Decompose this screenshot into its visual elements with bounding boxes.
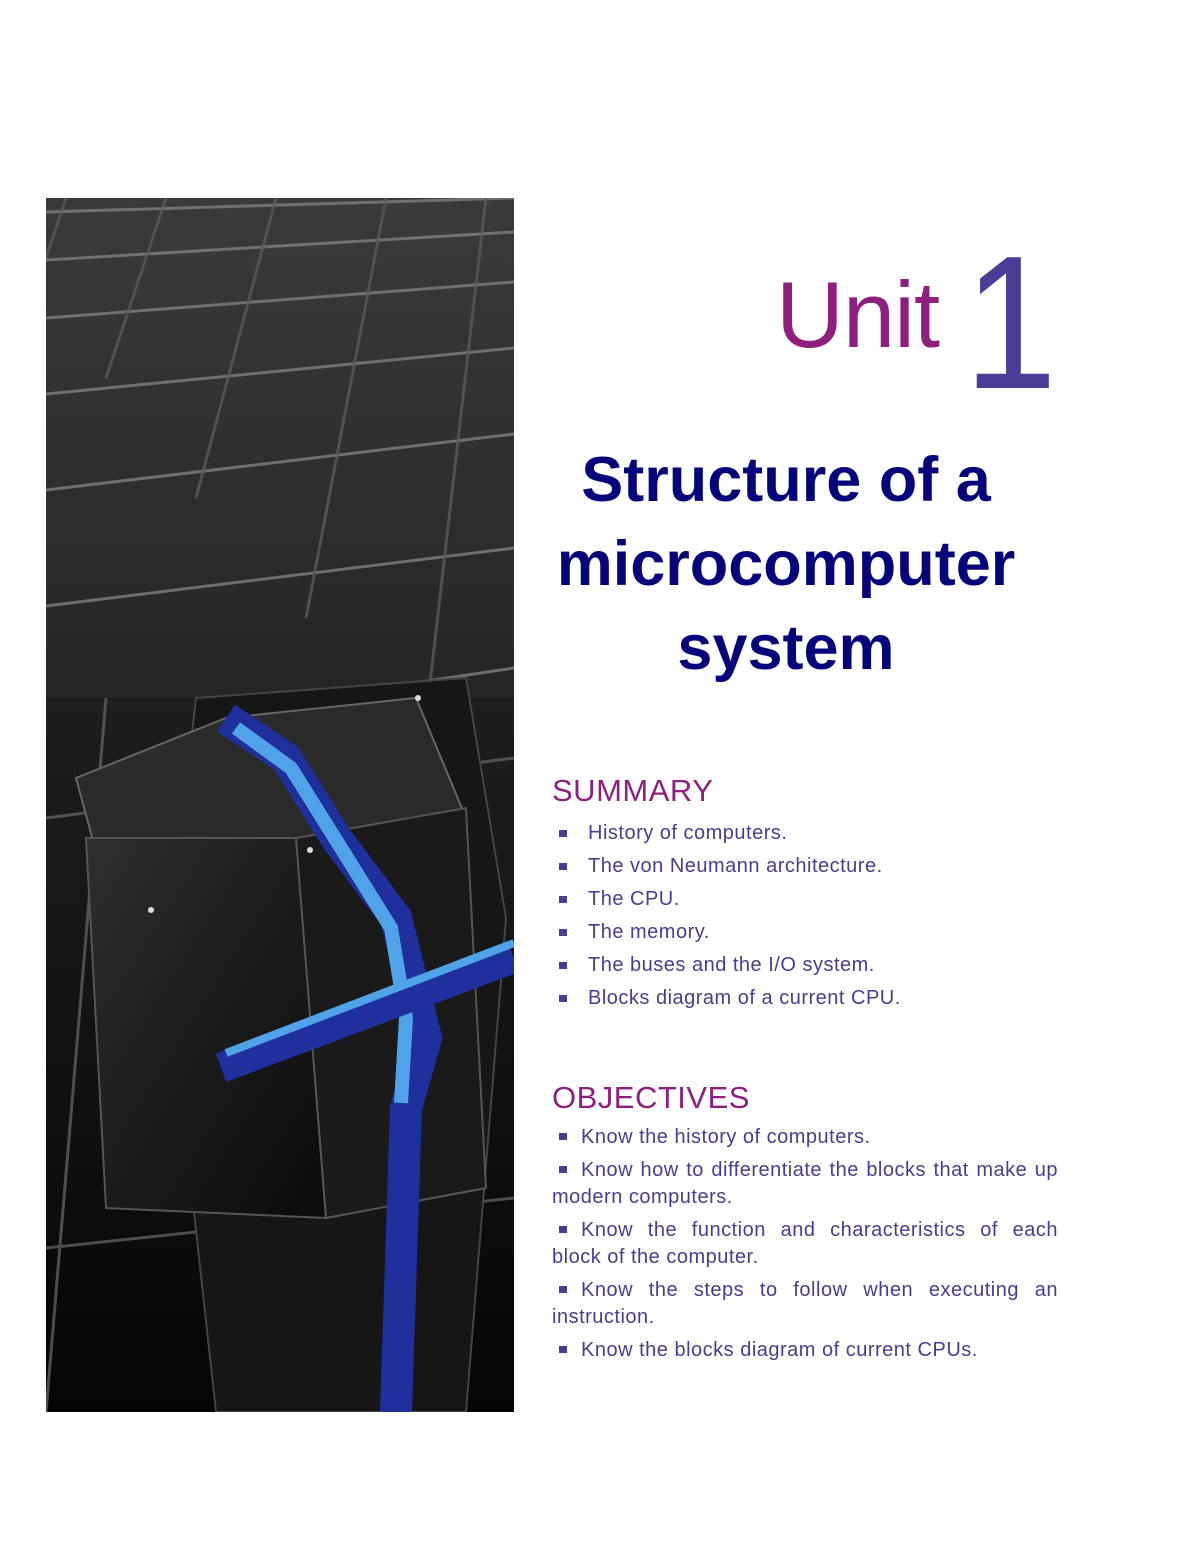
cover-image [46, 198, 514, 1412]
summary-item-text: The CPU. [588, 888, 680, 910]
summary-item: The CPU. [552, 883, 1058, 916]
objective-item-text: Know the blocks diagram of current CPUs. [581, 1339, 978, 1361]
objective-item: Know how to differentiate the blocks tha… [552, 1157, 1058, 1211]
unit-title-line: microcomputer [556, 529, 1016, 599]
objectives-section: OBJECTIVES Know the history of computers… [552, 1080, 1058, 1370]
summary-item: The buses and the I/O system. [552, 949, 1058, 982]
objective-item: Know the function and characteristics of… [552, 1217, 1058, 1271]
summary-item-text: The memory. [588, 921, 710, 943]
square-bullet-icon [559, 1166, 567, 1173]
summary-heading: SUMMARY [552, 773, 714, 808]
summary-item-text: The buses and the I/O system. [588, 954, 875, 976]
square-bullet-icon [559, 1226, 567, 1233]
objective-item-text: Know the steps to follow when executing … [552, 1279, 1058, 1328]
summary-item-text: The von Neumann architecture. [588, 855, 883, 877]
unit-title: Structure of a microcomputer system [522, 438, 1050, 690]
summary-section: SUMMARY History of computers. The von Ne… [552, 773, 1058, 1015]
unit-label: Unit [776, 262, 940, 367]
summary-list: History of computers. The von Neumann ar… [552, 817, 1058, 1015]
black-cubes-illustration [46, 198, 514, 1412]
summary-item-text: History of computers. [588, 822, 788, 844]
objectives-list: Know the history of computers. Know how … [552, 1124, 1058, 1364]
square-bullet-icon [559, 995, 567, 1002]
square-bullet-icon [559, 1286, 567, 1293]
summary-item: Blocks diagram of a current CPU. [552, 982, 1058, 1015]
square-bullet-icon [559, 830, 567, 837]
square-bullet-icon [559, 896, 567, 903]
objective-item-text: Know how to differentiate the blocks tha… [552, 1159, 1058, 1208]
square-bullet-icon [559, 962, 567, 969]
square-bullet-icon [559, 1346, 567, 1353]
objective-item-text: Know the function and characteristics of… [552, 1219, 1058, 1268]
summary-item: The von Neumann architecture. [552, 850, 1058, 883]
unit-title-line: system [677, 613, 895, 683]
unit-title-line: Structure of a [581, 445, 991, 515]
objective-item: Know the history of computers. [552, 1124, 1058, 1151]
unit-number: 1 [964, 217, 1057, 429]
summary-item: History of computers. [552, 817, 1058, 850]
square-bullet-icon [559, 929, 567, 936]
square-bullet-icon [559, 1133, 567, 1140]
objective-item: Know the blocks diagram of current CPUs. [552, 1337, 1058, 1364]
square-bullet-icon [559, 863, 567, 870]
objective-item: Know the steps to follow when executing … [552, 1277, 1058, 1331]
summary-item: The memory. [552, 916, 1058, 949]
objectives-heading: OBJECTIVES [552, 1080, 750, 1115]
summary-item-text: Blocks diagram of a current CPU. [588, 987, 901, 1009]
objective-item-text: Know the history of computers. [581, 1126, 871, 1148]
